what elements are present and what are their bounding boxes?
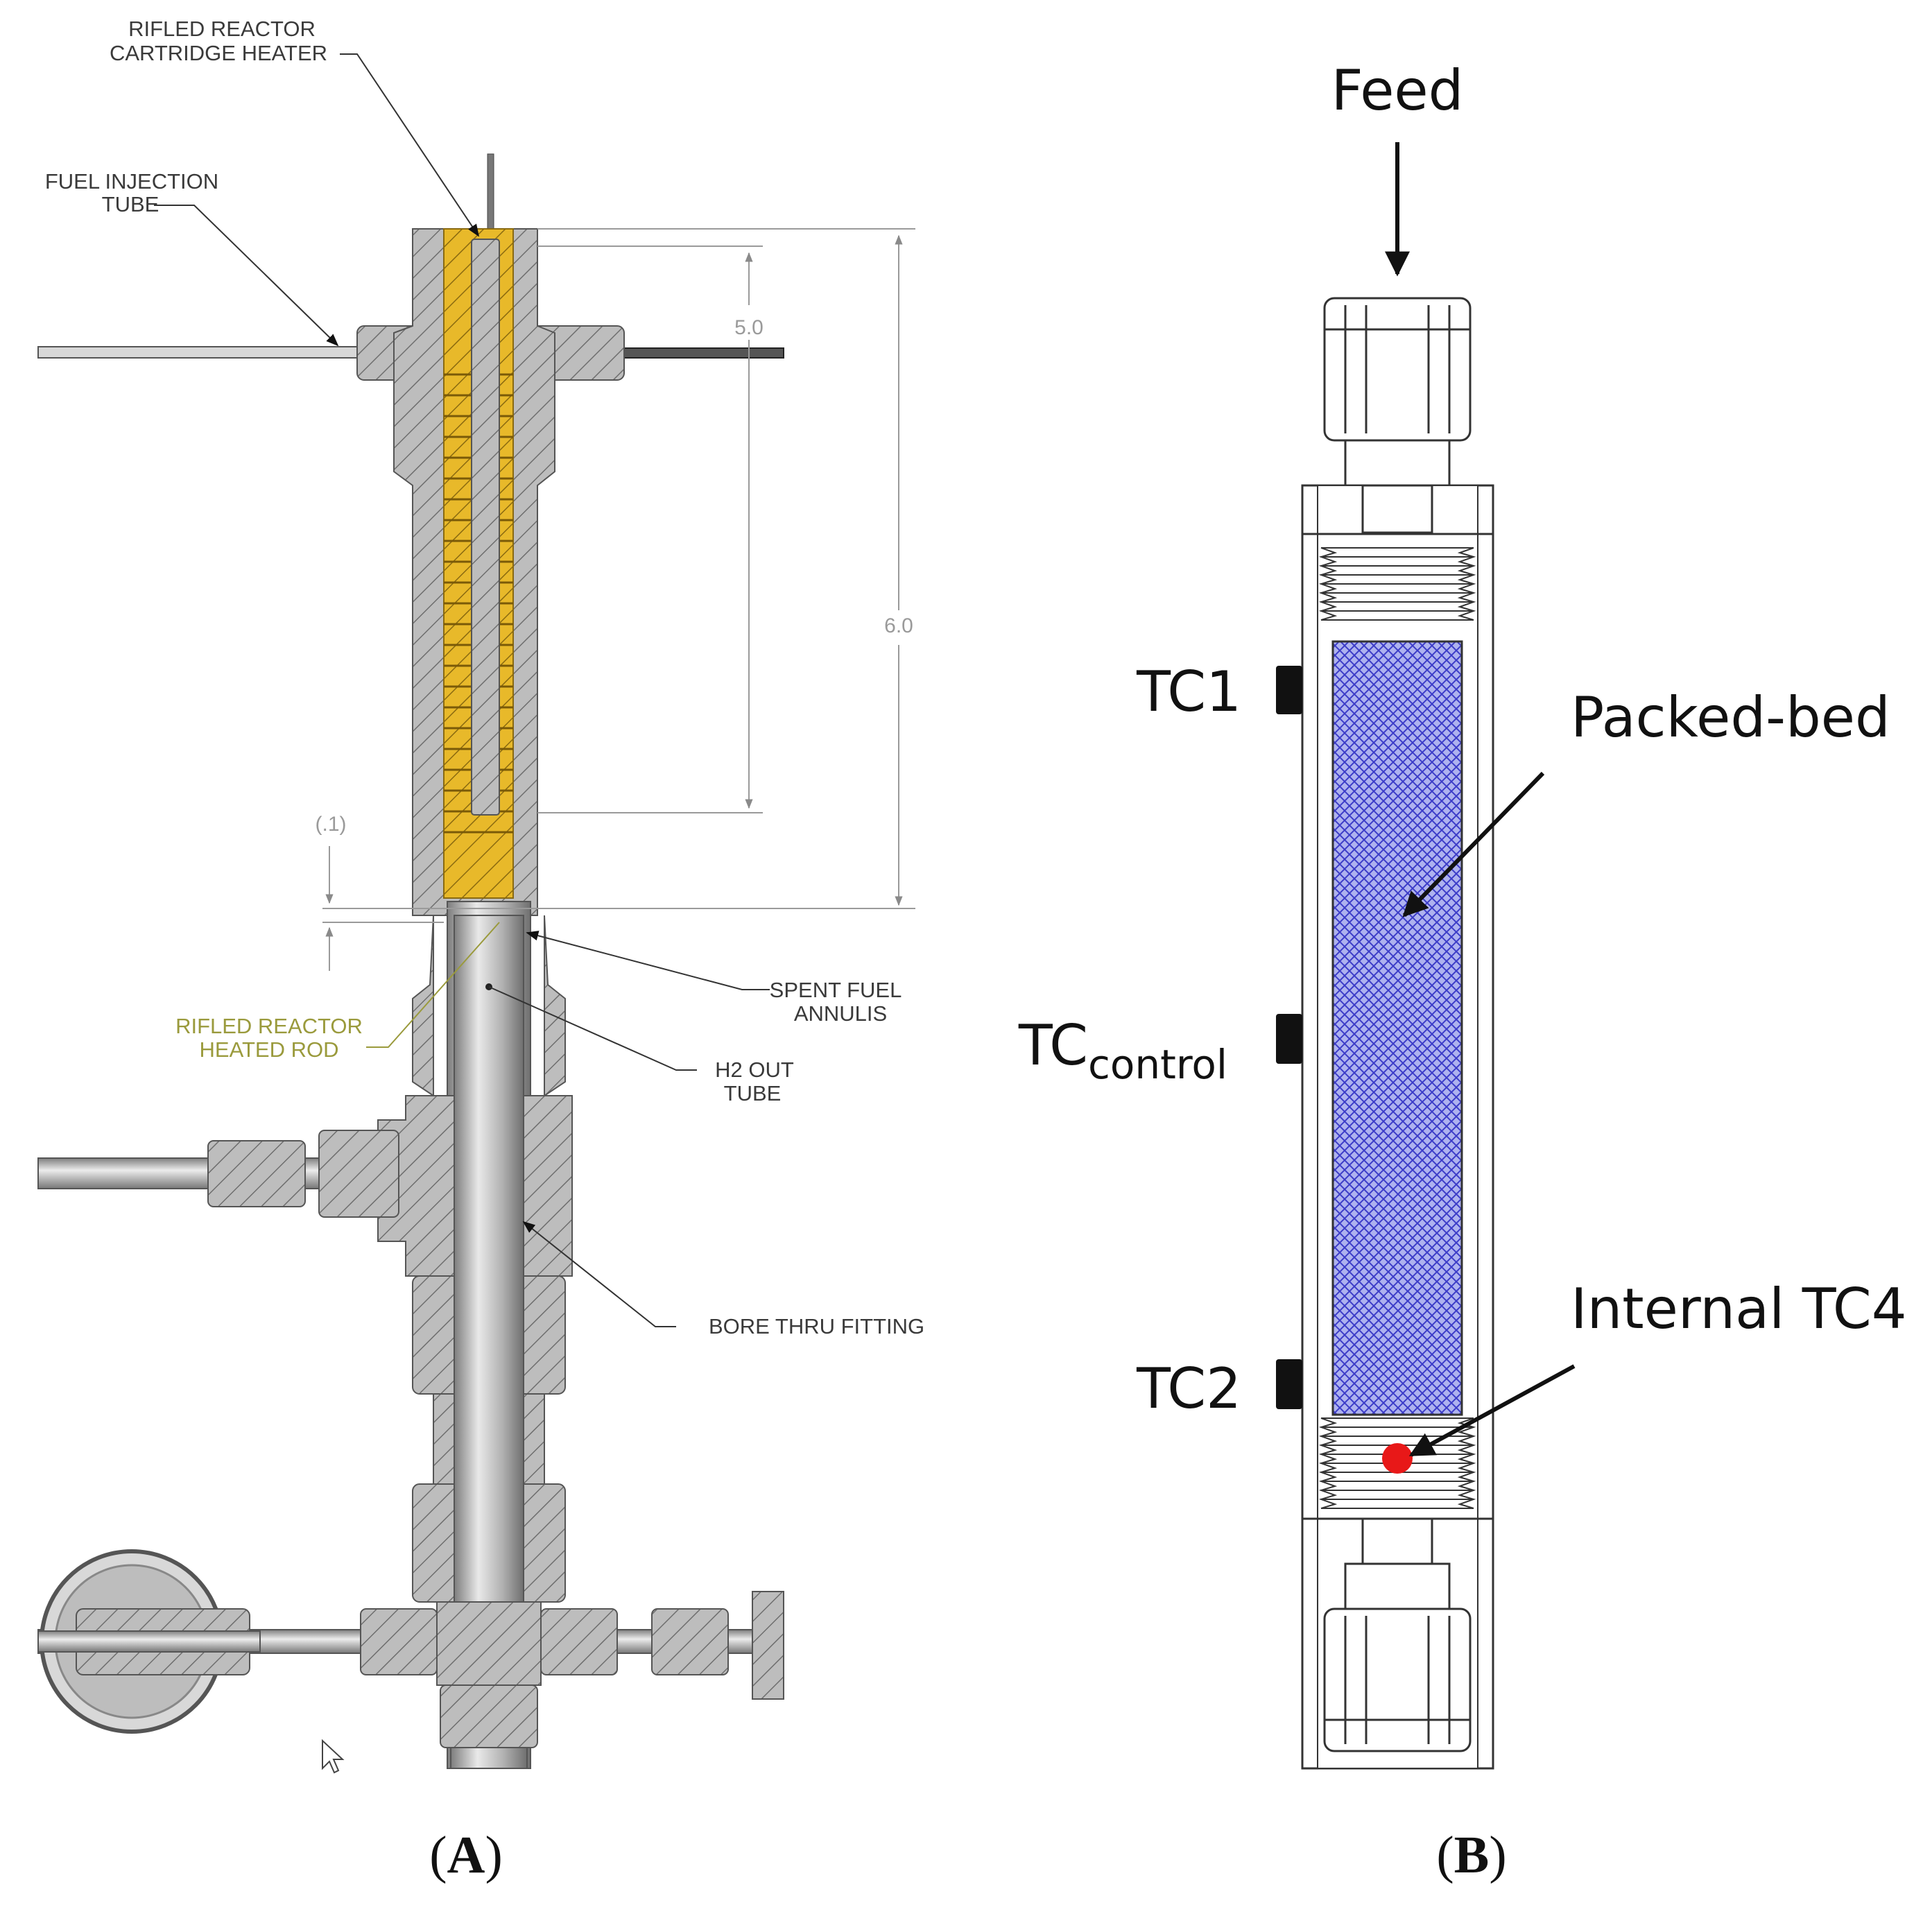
dimension-6-0: 6.0 [884,614,913,637]
dimension-lines [322,228,915,971]
caption-b: (B) [1436,1826,1506,1884]
bottom-stem-nut [440,1684,538,1748]
panel-a-drawing [37,153,784,1774]
labels-b: Feed TC1 TCcontrol TC2 Packed-bed Intern… [1018,58,1907,1421]
label-h2-out-l2: TUBE [724,1081,782,1105]
label-h2-out-l1: H2 OUT [715,1058,794,1082]
heated-rod-leader [366,922,500,1048]
label-tc1: TC1 [1136,660,1241,724]
tc2-marker [1276,1359,1302,1409]
label-feed: Feed [1331,58,1464,123]
leader-lines-b [1402,771,1576,1457]
labels-a: RIFLED REACTOR CARTRIDGE HEATER FUEL INJ… [45,17,924,1338]
label-packed-bed: Packed-bed [1571,685,1890,750]
bottom-valve-pipe [37,1630,261,1653]
packed-bed [1331,640,1463,1416]
label-internal-tc4: Internal TC4 [1571,1277,1907,1341]
label-bore-thru: BORE THRU FITTING [709,1314,924,1338]
label-fuel-injection-l1: FUEL INJECTION [45,169,218,193]
tc-control-marker [1276,1014,1302,1064]
lower-fitting-1 [412,915,434,1097]
label-heated-rod-l1: RIFLED REACTOR [175,1014,363,1038]
panel-b-drawing [1276,142,1494,1770]
heater-core [471,239,500,816]
bottom-endcap-r [752,1591,784,1700]
dimension-5-0: 5.0 [734,316,764,339]
bottom-nut-r2 [651,1608,729,1675]
bottom-cross [436,1601,542,1686]
label-fuel-injection-l2: TUBE [102,192,159,216]
label-spent-fuel-l1: SPENT FUEL [770,978,902,1002]
label-spent-fuel-l2: ANNULIS [794,1001,887,1026]
top-fitting-neck [1344,439,1451,487]
label-tc-control-main: TC [1018,1013,1088,1078]
caption-a: (A) [429,1826,503,1884]
label-rifled-cartridge-heater-l2: CARTRIDGE HEATER [110,41,327,65]
label-heated-rod-l2: HEATED ROD [200,1037,339,1062]
label-tc-control-sub: control [1088,1041,1227,1088]
label-tc-control: TCcontrol [1018,1013,1227,1088]
label-rifled-cartridge-heater-l1: RIFLED REACTOR [128,17,316,41]
leader-lines-a [154,53,770,1327]
cursor-icon [322,1739,345,1774]
bottom-nut-l1 [360,1608,438,1675]
tee-side-nut-2 [318,1130,399,1218]
dimension-0-1: (.1) [316,813,347,836]
upper-threads [1318,547,1476,621]
tee-side-nut-1 [207,1140,306,1207]
cartridge-tip [487,153,494,238]
label-tc2: TC2 [1136,1356,1241,1421]
tc4-dot [1382,1443,1413,1474]
bottom-fitting-nut [1323,1607,1472,1752]
tc1-marker [1276,666,1302,714]
upper-reducer [1361,484,1433,534]
bottom-fitting-neck [1344,1562,1451,1610]
lower-fitting-1r [544,915,566,1097]
bottom-nut-r1 [540,1608,618,1675]
lower-reducer [1361,1517,1433,1565]
